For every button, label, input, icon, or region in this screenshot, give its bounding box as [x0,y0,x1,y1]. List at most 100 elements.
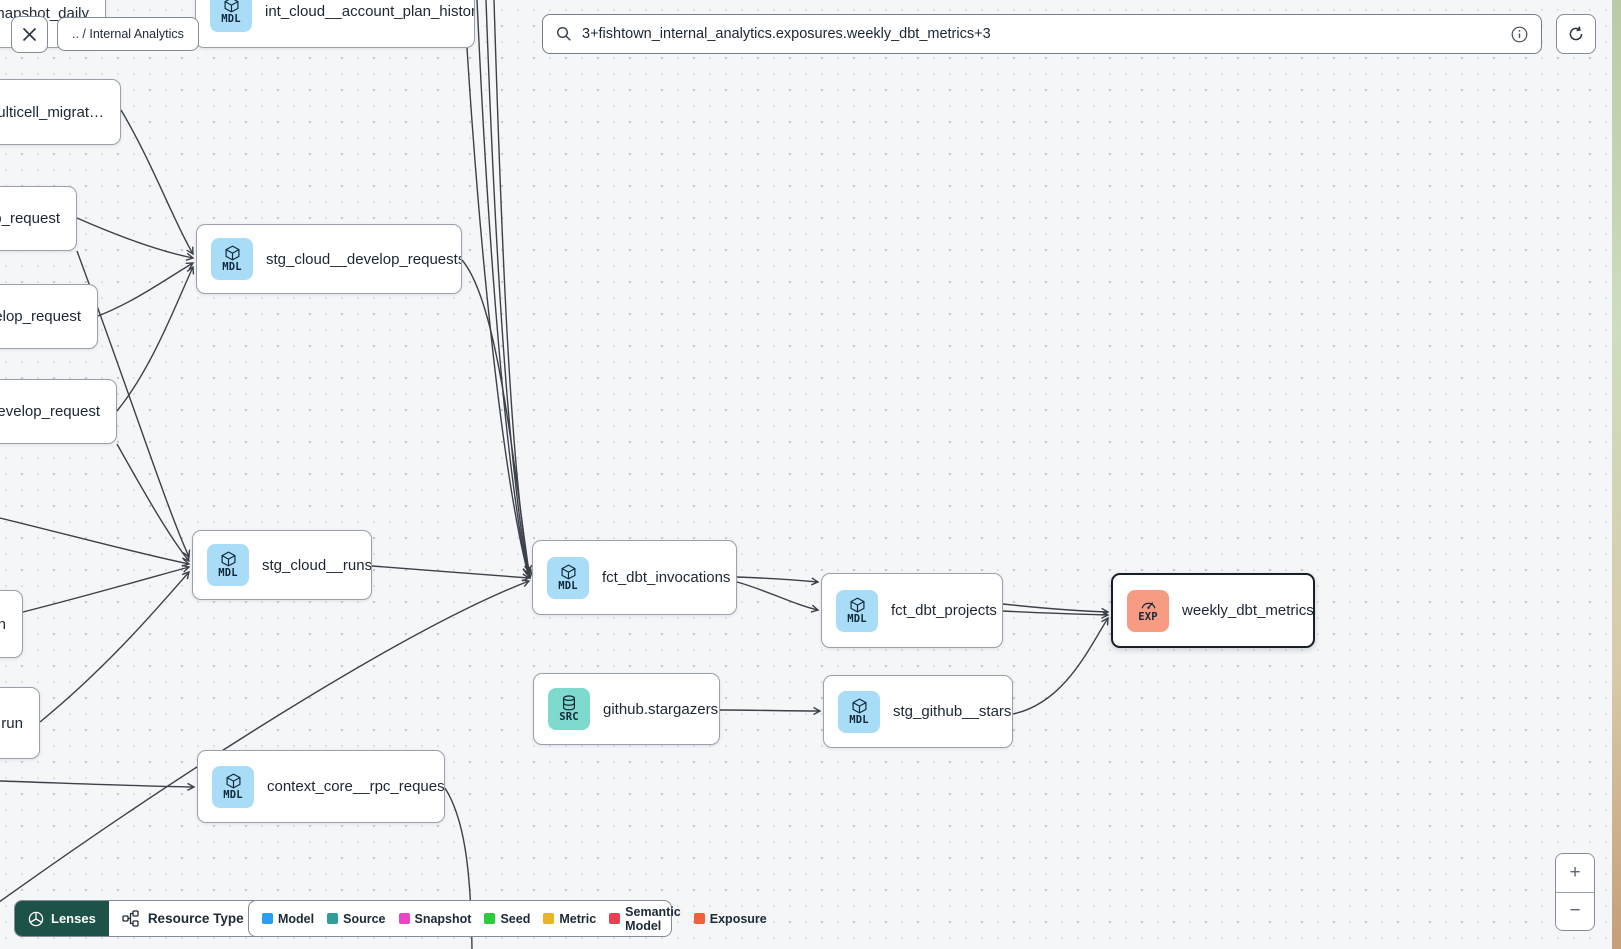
lineage-edge [485,0,532,578]
graph-node-weekly-dbt-metrics[interactable]: EXP weekly_dbt_metrics [1111,573,1315,648]
resource-type-legend: Model Source Snapshot Seed Metric Semantic Mo… [248,900,767,937]
lineage-edge [39,570,190,723]
legend-label: Seed [500,911,531,926]
zoom-out-button[interactable]: − [1556,892,1594,930]
legend-item-source: Source [327,911,386,926]
graph-node-node-run[interactable]: .run [0,687,40,759]
cube-icon [220,551,237,567]
breadcrumb-label: .. / Internal Analytics [72,27,184,41]
node-badge-label: MDL [849,713,869,726]
zoom-in-button[interactable]: + [1556,854,1594,893]
graph-node-context-core-rpc-request[interactable]: MDL context_core__rpc_request [197,750,445,823]
legend-label: Source [343,911,386,926]
node-label: stg_github__stars [893,703,1012,720]
node-label: weekly_dbt_metrics [1182,602,1314,619]
node-badge-mdl: MDL [547,556,589,599]
legend-color-chip [484,913,496,924]
search-icon [556,26,571,41]
lineage-edge [1002,603,1110,616]
lineage-edge [0,517,191,567]
node-badge-label: MDL [218,567,238,580]
node-label: int_cloud__account_plan_history [265,2,475,20]
legend-label: Model [278,911,315,926]
legend-item-model: Model [262,912,314,926]
node-badge-mdl: MDL [211,238,253,280]
lineage-edge [116,443,190,563]
cube-icon [851,698,868,714]
legend-label: Metric [559,911,597,926]
legend-color-chip [398,913,410,924]
node-badge-mdl: MDL [836,589,878,632]
node-label: stg_cloud__develop_requests [266,250,462,268]
database-icon [561,695,577,711]
lineage-edge [719,706,822,716]
cube-icon [223,0,240,13]
lineage-edge [1012,616,1109,715]
node-badge-label: EXP [1138,611,1158,624]
lenses-icon [28,911,44,926]
node-label: multicell_migrat… [0,103,104,121]
refresh-button[interactable] [1556,14,1596,54]
node-label: p_request [0,210,60,227]
graph-node-node-n[interactable]: n [0,590,23,658]
lineage-edge [0,780,196,792]
lineage-edge [116,265,195,412]
node-badge-label: MDL [221,13,241,26]
lenses-button[interactable]: Lenses [15,901,109,936]
gauge-icon [1140,598,1157,611]
lineage-edge [76,217,195,261]
info-icon[interactable] [1511,26,1528,43]
node-label: n [0,616,6,633]
lineage-edge [493,0,533,580]
graph-node-velop-request[interactable]: velop_request [0,284,98,349]
legend-item-exposure: Exposure [693,912,767,926]
graph-node-stg-github-stars[interactable]: MDL stg_github__stars [823,675,1013,748]
node-badge-mdl: MDL [207,544,249,586]
node-badge-label: MDL [558,579,578,592]
node-badge-label: MDL [847,612,867,625]
node-badge-mdl: MDL [212,765,254,808]
lineage-edge [1002,610,1110,619]
node-label: velop_request [0,308,81,325]
lineage-edge [0,579,531,903]
legend-color-chip [693,913,705,924]
cube-icon [225,773,242,789]
resource-type-icon [122,910,139,927]
legend-label: Semantic Model [625,904,681,933]
lineage-edge [466,47,531,576]
legend-color-chip [543,913,555,924]
legend-item-snapshot: Snapshot [398,911,472,926]
search-bar[interactable] [542,14,1542,54]
zoom-controls: + − [1555,853,1595,931]
graph-node-develop-request[interactable]: .develop_request [0,379,117,444]
legend-label: Snapshot [414,911,472,926]
node-label: fct_dbt_invocations [602,569,731,586]
lenses-label: Lenses [51,911,96,926]
node-badge-label: MDL [223,788,243,801]
graph-node-p-request[interactable]: p_request [0,186,77,251]
lineage-edge [371,565,531,582]
legend-item-metric: Metric [543,912,596,926]
node-badge-mdl: MDL [838,690,880,733]
refresh-icon [1569,26,1583,41]
legend-item-semantic-model: Semantic Model [609,905,681,933]
graph-node-int-cloud-account-plan-history[interactable]: MDL int_cloud__account_plan_history [195,0,475,48]
node-label: .develop_request [0,403,100,420]
resource-type-label: Resource Type [147,911,244,926]
breadcrumb[interactable]: .. / Internal Analytics [57,17,199,51]
graph-node-stg-cloud-develop-requests[interactable]: MDL stg_cloud__develop_requests [196,224,462,294]
lineage-edge [476,0,531,577]
node-label: context_core__rpc_request [267,778,445,795]
cube-icon [224,245,241,261]
graph-node-fct-dbt-invocations[interactable]: MDL fct_dbt_invocations [532,540,737,615]
lineage-edge [736,576,820,586]
close-button[interactable] [11,16,48,53]
node-label: github.stargazers [603,700,719,718]
search-input[interactable] [582,26,1501,42]
cube-icon [560,564,577,580]
node-badge-exp: EXP [1127,589,1169,632]
graph-node-multicell-migrat[interactable]: multicell_migrat… [0,79,121,145]
